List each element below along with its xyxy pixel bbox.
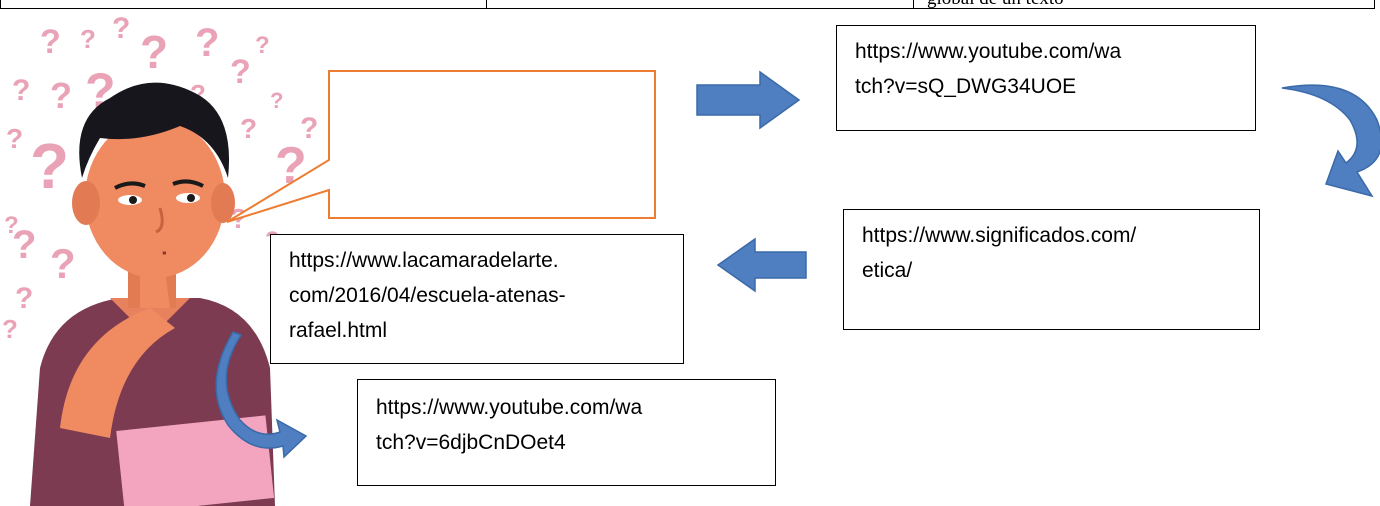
svg-text:?: ? — [275, 137, 307, 195]
svg-text:?: ? — [4, 212, 19, 239]
svg-text:?: ? — [12, 223, 36, 267]
link-text: tch?v=sQ_DWG34UOE — [855, 75, 1077, 98]
svg-text:?: ? — [30, 130, 69, 202]
svg-text:?: ? — [140, 26, 168, 78]
link-text: etica/ — [862, 259, 913, 282]
svg-text:?: ? — [12, 74, 30, 107]
link-text: rafael.html — [289, 319, 388, 342]
svg-text:?: ? — [2, 314, 18, 344]
svg-text:?: ? — [230, 53, 251, 91]
svg-text:?: ? — [240, 113, 257, 144]
svg-text:?: ? — [50, 75, 72, 116]
svg-text:?: ? — [40, 23, 61, 61]
table-column-divider — [486, 0, 487, 8]
table-cell-text: global de un texto — [927, 0, 1064, 10]
svg-text:?: ? — [300, 112, 318, 145]
link-text: https://www.significados.com/ — [862, 224, 1137, 247]
link-box-youtube-2: https://www.youtube.com/wa tch?v=6djbCnD… — [357, 379, 776, 486]
link-box-lacamaradelarte: https://www.lacamaradelarte. com/2016/04… — [270, 234, 684, 364]
svg-text:?: ? — [195, 21, 219, 65]
thinking-man-icon: ? ? ? ? ? ? ? ? ? ? ? ? ? ? ? ? ? ? ? ? … — [2, 12, 318, 506]
blue-arrow-icon — [1281, 84, 1380, 198]
link-text: tch?v=6djbCnDOet4 — [376, 431, 566, 454]
blue-arrow-icon — [716, 237, 807, 293]
link-text: https://www.lacamaradelarte. — [289, 249, 559, 272]
blue-arrow-icon — [696, 70, 801, 130]
svg-text:?: ? — [270, 88, 283, 113]
svg-text:?: ? — [6, 123, 23, 154]
link-box-significados: https://www.significados.com/ etica/ — [843, 209, 1260, 330]
svg-text:?: ? — [112, 12, 130, 45]
svg-text:?: ? — [80, 24, 96, 54]
link-text: https://www.youtube.com/wa — [855, 40, 1122, 63]
svg-text:?: ? — [50, 240, 76, 287]
table-column-divider — [913, 0, 914, 8]
svg-text:?: ? — [255, 32, 270, 59]
link-text: com/2016/04/escuela-atenas- — [289, 284, 566, 307]
table-fragment: global de un texto — [0, 0, 1375, 9]
link-text: https://www.youtube.com/wa — [376, 396, 643, 419]
svg-text:?: ? — [15, 282, 33, 315]
link-box-youtube-1: https://www.youtube.com/wa tch?v=sQ_DWG3… — [836, 25, 1256, 131]
question-callout: ¿Qué es Ética? — [419, 120, 564, 143]
